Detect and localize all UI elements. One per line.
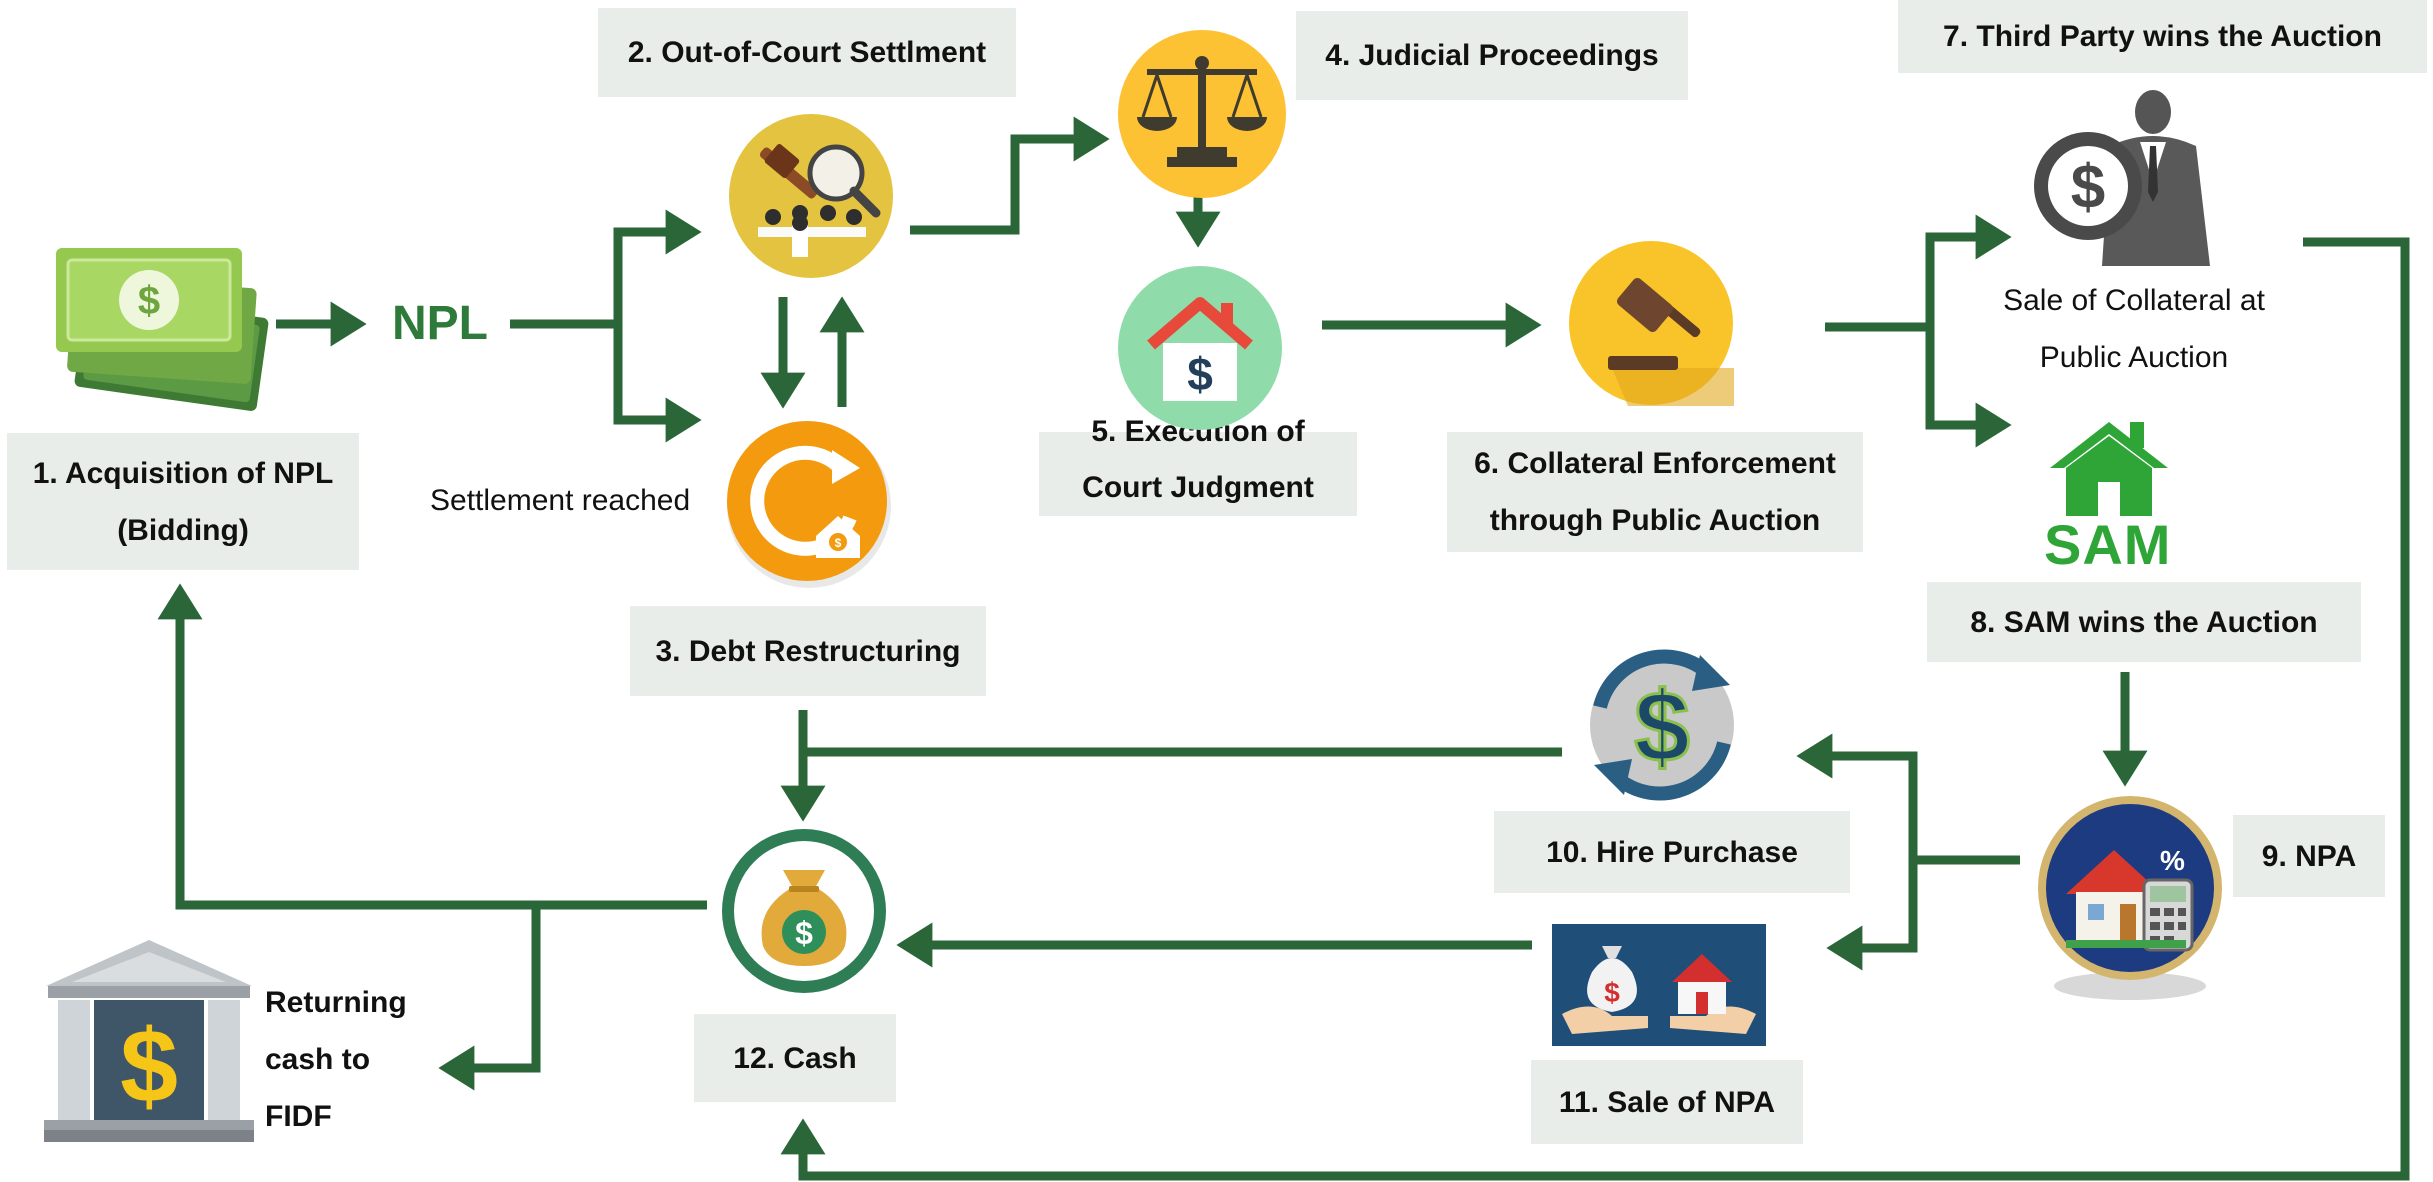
svg-text:$: $ — [1634, 671, 1690, 783]
node-third-party-label: 7. Third Party wins the Auction — [1898, 0, 2427, 73]
arrow-hire-to-cash — [780, 747, 1562, 822]
refresh-house-icon: $ — [727, 421, 891, 588]
gavel-icon — [1569, 241, 1734, 406]
node-judicial-label: 4. Judicial Proceedings — [1296, 11, 1688, 100]
svg-text:$: $ — [1604, 977, 1620, 1008]
arrow-to-out-of-court — [613, 209, 702, 324]
house-calculator-icon: % — [2038, 796, 2222, 1000]
arrow-to-sam — [1925, 327, 2012, 448]
execution-line2: Court Judgment — [1082, 471, 1314, 504]
dollar-cycle-icon: $ — [1590, 649, 1734, 801]
arrow-to-hire-purchase — [1796, 733, 1918, 860]
node-hire-purchase-label: 10. Hire Purchase — [1494, 811, 1850, 893]
sale-collateral-text: Sale of Collateral at Public Auction — [1968, 272, 2300, 386]
settlement-meeting-icon — [729, 114, 893, 278]
svg-text:$: $ — [795, 915, 813, 951]
arrow-third-party-to-cash — [780, 237, 2410, 1181]
node-execution-label: 5. Execution of Court Judgment — [1039, 415, 1357, 516]
fidf-line3: FIDF — [265, 1100, 332, 1133]
node-collateral-label: 6. Collateral Enforcement through Public… — [1447, 432, 1863, 552]
hands-money-house-icon: $ — [1552, 924, 1766, 1046]
fidf-text: Returning cash to FIDF — [265, 974, 407, 1145]
node-out-of-court-label: 2. Out-of-Court Settlment — [598, 8, 1016, 97]
node-sam-wins-label: 8. SAM wins the Auction — [1927, 582, 2361, 662]
collateral-line2: through Public Auction — [1489, 504, 1821, 537]
svg-text:$: $ — [1187, 348, 1213, 400]
arrow-to-third-party — [1925, 214, 2012, 327]
arrow-to-judicial — [910, 116, 1110, 235]
svg-text:$: $ — [835, 536, 842, 550]
svg-text:$: $ — [2071, 153, 2105, 222]
node-cash-label: 12. Cash — [694, 1014, 896, 1102]
arrow-to-sale-npa — [1826, 860, 1918, 971]
fidf-line2: cash to — [265, 1043, 371, 1076]
svg-text:$: $ — [138, 279, 160, 323]
sale-collateral-line1: Sale of Collateral at — [2003, 284, 2265, 317]
money-bag-icon: $ — [722, 829, 886, 993]
acquisition-line2: (Bidding) — [117, 513, 249, 547]
node-npa-label: 9. NPA — [2233, 815, 2385, 897]
node-acquisition-label: 1. Acquisition of NPL (Bidding) — [7, 433, 359, 570]
svg-text:%: % — [2160, 845, 2185, 876]
arrow-cash-left — [157, 583, 707, 910]
node-debt-restructuring-label: 3. Debt Restructuring — [630, 606, 986, 696]
acquisition-line1: 1. Acquisition of NPL — [32, 456, 334, 490]
money-stack-icon: $ — [56, 248, 269, 411]
collateral-line1: 6. Collateral Enforcement — [1474, 447, 1836, 480]
bank-dollar-icon: $ — [44, 940, 254, 1142]
scales-of-justice-icon — [1118, 30, 1286, 198]
businessman-dollar-icon: $ — [2034, 90, 2210, 266]
settlement-reached-text: Settlement reached — [430, 484, 691, 517]
house-dollar-icon: $ — [1118, 266, 1282, 430]
arrow-to-restructuring — [613, 324, 702, 443]
npl-text: NPL — [392, 297, 488, 350]
sam-text: SAM — [2044, 513, 2172, 576]
node-sale-npa-label: 11. Sale of NPA — [1531, 1060, 1803, 1144]
arrow-to-fidf — [438, 905, 541, 1091]
fidf-line1: Returning — [265, 986, 407, 1019]
sam-house-icon — [2050, 422, 2168, 516]
sale-collateral-line2: Public Auction — [2039, 341, 2229, 374]
svg-text:$: $ — [120, 1009, 178, 1125]
